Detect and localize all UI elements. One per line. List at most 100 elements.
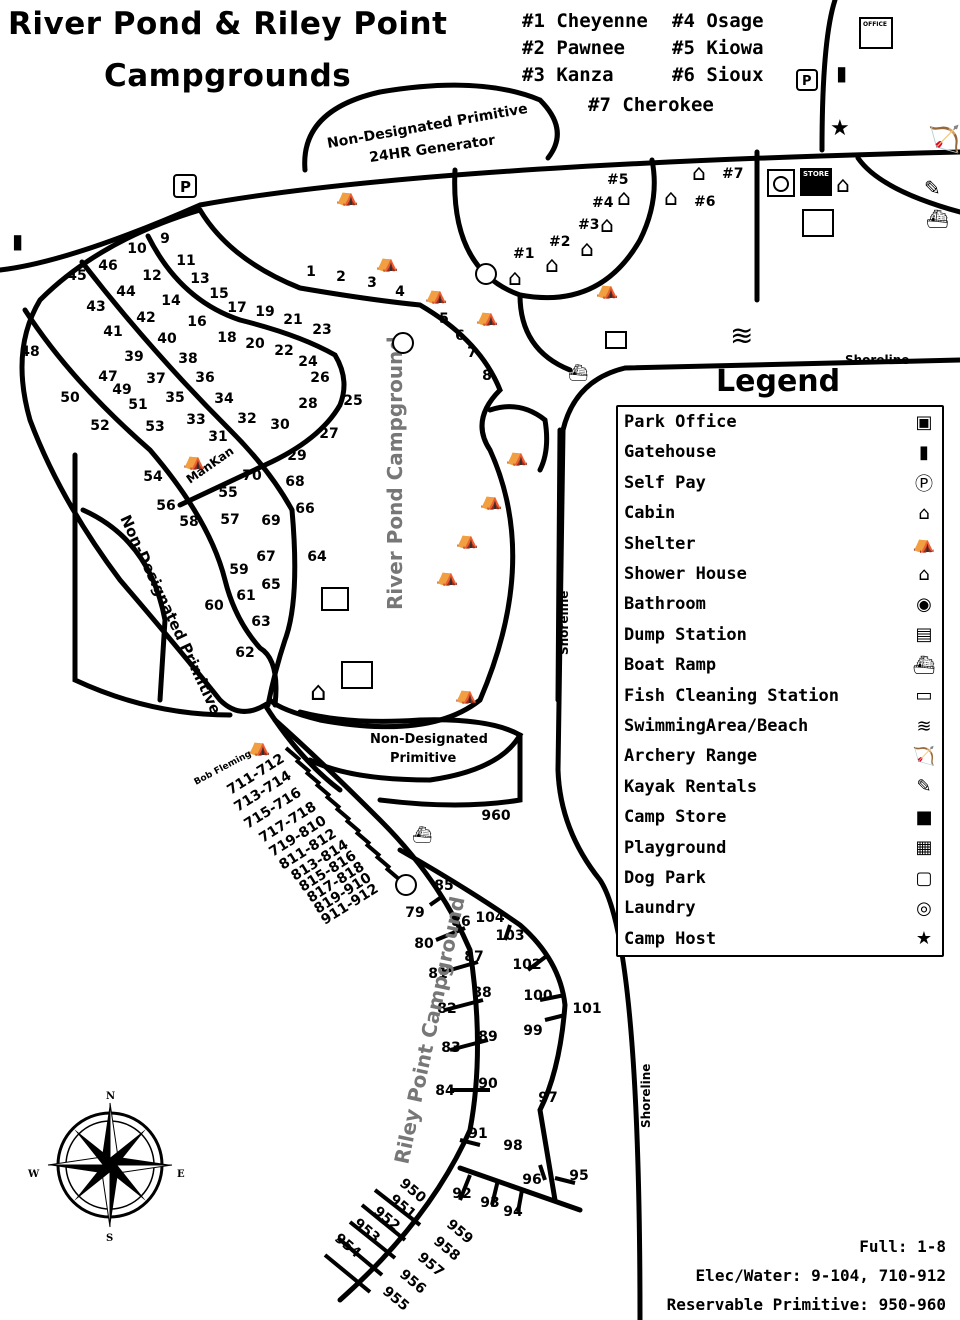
- campsite-label: 960: [481, 808, 510, 824]
- legend-title: Legend: [716, 364, 841, 399]
- shelter-icon: ⛺: [912, 533, 936, 555]
- store-icon: ■: [915, 806, 933, 828]
- campsite-label: 33: [186, 412, 205, 428]
- fish-icon: [605, 331, 627, 349]
- campsite-label: 51: [128, 397, 147, 413]
- campsite-label: 3: [367, 275, 377, 291]
- shoreline-label-1: Shoreline: [845, 353, 909, 367]
- campsite-label: 11: [176, 253, 195, 269]
- campsite-label: 52: [90, 418, 109, 434]
- legend-item-label: Kayak Rentals: [624, 776, 758, 797]
- legend-item-label: Shelter: [624, 533, 696, 554]
- shelter-icon: ⛺: [183, 450, 205, 471]
- legend-item-label: Cabin: [624, 503, 676, 524]
- campsite-label: 79: [405, 905, 424, 921]
- cabin-name: #5 Kiowa: [672, 37, 764, 59]
- bathroom-icon: ◉: [916, 593, 932, 615]
- primitive-mid-label-2: Primitive: [390, 751, 457, 766]
- note-full: Full: 1-8: [859, 1237, 946, 1256]
- cabin-4-label: #4: [592, 195, 614, 211]
- road-48-63: [22, 307, 279, 708]
- shelter-icon: ⛺: [336, 186, 358, 207]
- riley-spur: [457, 1165, 583, 1213]
- campsite-label: 56: [156, 498, 175, 514]
- legend-item-label: Gatehouse: [624, 442, 717, 463]
- shower-icon: ⌂: [918, 563, 930, 585]
- riley-road: [272, 717, 480, 1303]
- cabins: #1 #2 #3 #4 #5 #6 #7 ⌂ ⌂ ⌂ ⌂ ⌂ ⌂ ⌂: [508, 161, 743, 291]
- campsite-label: 80: [414, 936, 434, 952]
- campsite-label: 48: [20, 344, 39, 360]
- store-icon: [800, 168, 832, 196]
- campsite-label: 32: [237, 411, 256, 427]
- shelter-loop: [487, 404, 550, 473]
- primitive-left-label: Non-Designated Primitive: [116, 512, 224, 717]
- cabin-name: #1 Cheyenne: [522, 10, 648, 32]
- campsite-label: 22: [274, 343, 293, 359]
- campsite-label: 15: [209, 286, 228, 302]
- self-pay-icon: Ⓟ: [915, 473, 933, 495]
- shelter-icon: ⛺: [436, 566, 458, 587]
- legend-item-label: Fish Cleaning Station: [624, 685, 839, 706]
- river-pond-road: [197, 207, 516, 730]
- campsite-label: 14: [161, 293, 181, 309]
- campsite-label: 61: [236, 588, 255, 604]
- dog-park-icon: [802, 209, 834, 237]
- campsite-label: 99: [523, 1023, 542, 1039]
- campsite-label: 27: [319, 426, 338, 442]
- campsite-label: 12: [142, 268, 161, 284]
- bathroom-icon: [475, 263, 497, 285]
- campsite-label: 57: [220, 512, 239, 528]
- campsite-label: 24: [298, 354, 318, 370]
- camp-host-star-icon: ★: [830, 116, 850, 141]
- cabin-names-col3: #7 Cherokee: [588, 92, 714, 119]
- cabin-name: #3 Kanza: [522, 64, 614, 86]
- campsite-label: 70: [242, 468, 262, 484]
- legend-item: Shower House⌂: [624, 559, 938, 589]
- cabin-name: #2 Pawnee: [522, 37, 625, 59]
- shelter-icon: ⛺: [425, 284, 447, 305]
- campsite-label: 38: [178, 351, 197, 367]
- campsite-label: 49: [112, 382, 131, 398]
- boat-ramp-icon: ⛴: [568, 363, 588, 382]
- shoreline-main: [555, 357, 960, 1320]
- shelter-icon: ⛺: [455, 684, 477, 705]
- shower-icon: ⌂: [836, 173, 850, 198]
- campsite-label: 50: [60, 390, 80, 406]
- office-icon: [859, 17, 893, 49]
- legend-item: Fish Cleaning Station▭: [624, 681, 938, 711]
- campsite-label: 21: [283, 312, 302, 328]
- campsite-label: 25: [343, 393, 362, 409]
- campsite-label: 94: [503, 1204, 523, 1220]
- cabin-icon: ⌂: [600, 213, 614, 238]
- campsite-label: 2: [336, 269, 346, 285]
- cabin-1-label: #1: [513, 246, 534, 262]
- office-road: [819, 0, 838, 153]
- campsite-label: 8: [482, 368, 492, 384]
- note-primitive: Reservable Primitive: 950-960: [666, 1295, 946, 1314]
- campsite-label: 10: [127, 241, 147, 257]
- campsite-label: 53: [145, 419, 164, 435]
- kayak-icon: ✎: [924, 176, 941, 200]
- shelter-icon: ⛺: [248, 736, 270, 757]
- campsite-label: 45: [67, 268, 86, 284]
- self-pay-icon: [173, 174, 197, 198]
- legend-item: Camp Host★: [624, 924, 938, 954]
- campsite-label: 59: [229, 562, 248, 578]
- campsite-label: 68: [285, 474, 304, 490]
- campsite-label: 82: [437, 1001, 456, 1017]
- cabin-5-label: #5: [607, 172, 628, 188]
- campsite-label: 13: [190, 271, 209, 287]
- cabin-name: #7 Cherokee: [588, 94, 714, 116]
- cabin-icon: ⌂: [617, 186, 631, 211]
- campsite-label: 88: [472, 985, 491, 1001]
- cabin-icon: ⌂: [508, 266, 522, 291]
- cabin-icon: ⌂: [918, 502, 930, 524]
- campsite-label: 20: [245, 336, 265, 352]
- campsite-label: 42: [136, 310, 155, 326]
- river-pond-label: River Pond Campground: [383, 336, 407, 610]
- legend-item: Gatehouse▮: [624, 437, 938, 467]
- cabin-6-label: #6: [694, 194, 715, 210]
- boat-ramp-icon: ⛴: [412, 825, 432, 844]
